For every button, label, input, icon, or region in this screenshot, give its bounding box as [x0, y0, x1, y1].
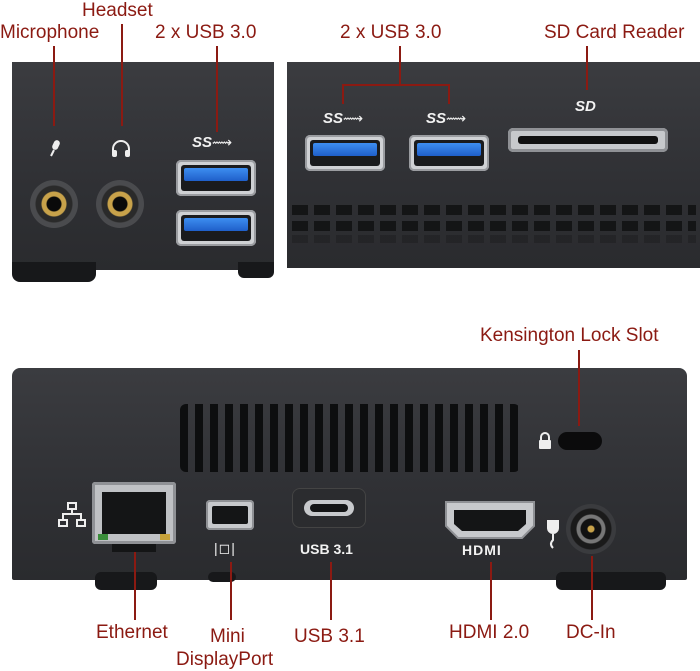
- kensington-leader: [578, 350, 580, 426]
- dc-in-jack[interactable]: [566, 504, 616, 554]
- mini-displayport-label-2: DisplayPort: [176, 649, 274, 670]
- usb-ss-icon: SS⟿: [323, 110, 364, 127]
- usb30-port-left-2[interactable]: [176, 210, 256, 246]
- ethernet-label: Ethernet: [96, 622, 168, 643]
- usb-ss-icon: SS⟿: [192, 134, 233, 151]
- front-left-foot: [12, 262, 96, 282]
- rear-foot-right: [556, 572, 666, 590]
- dc-in-leader: [591, 556, 593, 620]
- lock-icon: [539, 432, 551, 449]
- usb-ss-icon: SS⟿: [426, 110, 467, 127]
- usb31-marking: USB 3.1: [300, 541, 353, 557]
- hdmi-logo: HDMI: [462, 542, 502, 558]
- sd-logo: SD: [575, 98, 596, 115]
- headset-icon: [112, 140, 130, 157]
- ethernet-leader: [134, 552, 136, 620]
- sd-card-reader-leader: [586, 46, 588, 90]
- ethernet-latch: [112, 544, 156, 552]
- hdmi-leader: [490, 562, 492, 620]
- microphone-jack[interactable]: [30, 180, 78, 228]
- mini-displayport-glyph: |◻|: [214, 540, 236, 556]
- microphone-label: Microphone: [0, 22, 100, 43]
- power-plug-icon: [547, 514, 559, 549]
- microphone-leader: [53, 46, 55, 126]
- microphone-icon: [50, 140, 60, 157]
- ethernet-port[interactable]: [92, 482, 176, 544]
- usb30-right-leader-r: [448, 84, 450, 104]
- usb30-port-right-2[interactable]: [409, 135, 489, 171]
- hdmi-label: HDMI 2.0: [449, 622, 530, 643]
- usb30-port-right-1[interactable]: [305, 135, 385, 171]
- headset-label: Headset: [82, 0, 153, 21]
- usb30-right-leader-h: [342, 84, 450, 86]
- mini-displayport-label-1: Mini: [210, 626, 245, 647]
- usb31-typec-port[interactable]: [304, 500, 354, 516]
- usb30-right-leader-l: [342, 84, 344, 104]
- usb30-left-label: 2 x USB 3.0: [155, 22, 257, 43]
- kensington-label: Kensington Lock Slot: [480, 325, 659, 346]
- hdmi-port[interactable]: [444, 500, 536, 545]
- sd-card-reader-label: SD Card Reader: [544, 22, 685, 43]
- mini-displayport-leader: [230, 562, 232, 620]
- front-vents: [292, 205, 696, 245]
- usb30-port-left-1[interactable]: [176, 160, 256, 196]
- headset-leader: [121, 24, 123, 126]
- usb31-leader: [330, 562, 332, 620]
- rear-foot-left: [95, 572, 157, 590]
- usb30-right-leader-v: [399, 46, 401, 84]
- usb30-left-leader: [216, 46, 218, 132]
- rear-foot-mid: [208, 572, 236, 582]
- network-icon: [58, 502, 86, 527]
- sd-card-slot[interactable]: [508, 128, 668, 152]
- mini-displayport-port[interactable]: [206, 500, 254, 530]
- usb30-right-label: 2 x USB 3.0: [340, 22, 442, 43]
- dc-in-label: DC-In: [566, 622, 616, 643]
- usb31-label: USB 3.1: [294, 626, 365, 647]
- front-left-foot-2: [238, 262, 274, 278]
- rear-vents: [180, 404, 520, 472]
- kensington-lock-slot[interactable]: [558, 432, 602, 450]
- headset-jack[interactable]: [96, 180, 144, 228]
